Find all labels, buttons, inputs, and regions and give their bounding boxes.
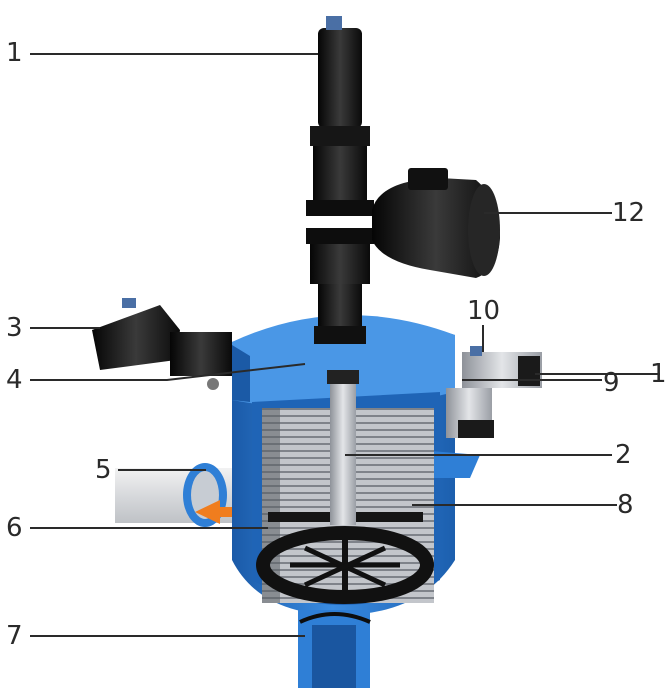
callout-1-right: 1	[650, 359, 667, 389]
callout-3-valve: 3	[6, 313, 23, 343]
leader-lines	[30, 53, 660, 637]
right-valve-cluster	[446, 346, 542, 438]
callout-12-motor: 12	[612, 198, 646, 228]
callout-1-actuator: 1	[6, 38, 23, 68]
drive-shaft	[327, 370, 359, 525]
flow-arrow-icon	[195, 500, 220, 524]
callout-4: 4	[6, 365, 23, 395]
left-valve	[92, 298, 232, 376]
callout-8: 8	[617, 490, 634, 520]
callout-7-outlet: 7	[6, 621, 23, 651]
callout-10: 10	[467, 296, 501, 326]
callout-2-shaft: 2	[615, 440, 632, 470]
motor	[372, 168, 500, 278]
inlet-pipe	[115, 463, 245, 527]
callout-9: 9	[603, 368, 620, 398]
callout-6: 6	[6, 513, 23, 543]
leader-4	[30, 363, 306, 381]
actuator	[306, 16, 374, 344]
callout-5-inlet: 5	[95, 455, 112, 485]
